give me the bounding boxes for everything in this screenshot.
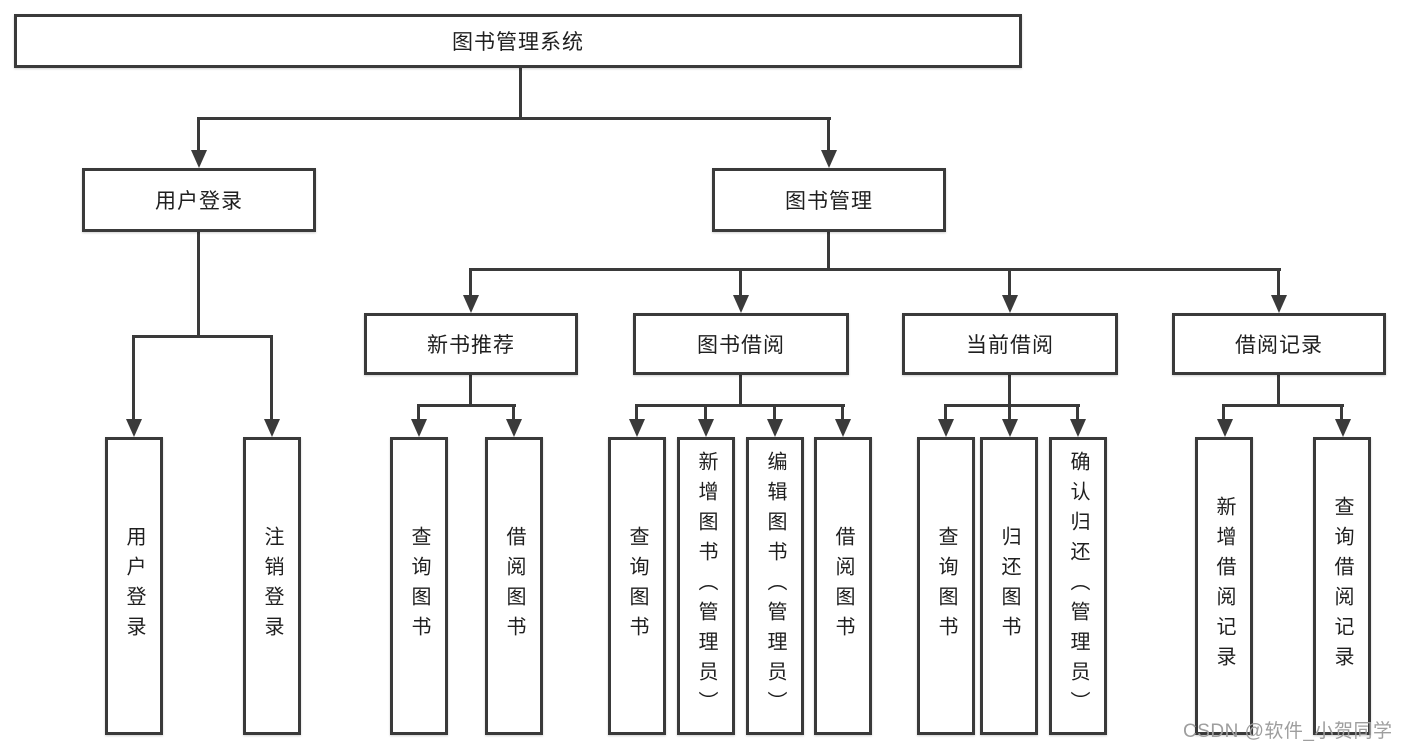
arrow-down-icon: [126, 419, 142, 437]
leaf-label: 查询图书: [935, 526, 957, 646]
arrow-down-icon: [733, 295, 749, 313]
node-book-mgmt: 图书管理: [712, 168, 946, 232]
arrow-down-icon: [821, 150, 837, 168]
leaf-label: 用户登录: [123, 526, 145, 646]
connector-level3-bar: [469, 268, 1281, 271]
arrow-down-icon: [506, 419, 522, 437]
node-root-label: 图书管理系统: [452, 31, 584, 54]
leaf-add-borrow-record: 新增借阅记录: [1195, 437, 1253, 735]
leaf-user-login: 用户登录: [105, 437, 163, 735]
leaf-label: 确认归还（管理员）: [1067, 451, 1089, 721]
connector-drop-book-borrow: [739, 268, 742, 297]
arrow-down-icon: [264, 419, 280, 437]
connector-drop-user-login: [197, 117, 200, 152]
arrow-down-icon: [698, 419, 714, 437]
connector-new-book-bar: [417, 404, 516, 407]
arrow-down-icon: [411, 419, 427, 437]
connector-drop-new-book-rec: [469, 268, 472, 297]
connector-borrow-record-trunk: [1277, 375, 1280, 406]
node-root: 图书管理系统: [14, 14, 1022, 68]
leaf-label: 借阅图书: [832, 526, 854, 646]
connector-root-trunk: [519, 68, 522, 120]
leaf-query-borrow-record: 查询借阅记录: [1313, 437, 1371, 735]
leaf-query-book-3: 查询图书: [917, 437, 975, 735]
connector-user-login-trunk: [197, 232, 200, 338]
leaf-label: 新增图书（管理员）: [695, 451, 717, 721]
leaf-query-book-1: 查询图书: [390, 437, 448, 735]
connector-new-book-trunk: [469, 375, 472, 406]
leaf-label: 归还图书: [998, 526, 1020, 646]
watermark: CSDN @软件_小贺同学: [1183, 721, 1393, 742]
arrow-down-icon: [1271, 295, 1287, 313]
node-borrow-record: 借阅记录: [1172, 313, 1386, 375]
leaf-logout: 注销登录: [243, 437, 301, 735]
leaf-add-book-admin: 新增图书（管理员）: [677, 437, 735, 735]
node-new-book-rec-label: 新书推荐: [427, 334, 515, 357]
node-book-borrow: 图书借阅: [633, 313, 849, 375]
connector-drop-g5-2: [1340, 404, 1343, 420]
node-borrow-record-label: 借阅记录: [1235, 334, 1323, 357]
arrow-down-icon: [767, 419, 783, 437]
leaf-label: 借阅图书: [503, 526, 525, 646]
connector-drop-current-borrow: [1008, 268, 1011, 297]
leaf-label: 查询图书: [408, 526, 430, 646]
connector-drop-leaf-login: [132, 335, 135, 420]
connector-drop-g4-3: [1076, 404, 1079, 420]
leaf-query-book-2: 查询图书: [608, 437, 666, 735]
leaf-borrow-book-2: 借阅图书: [814, 437, 872, 735]
leaf-borrow-book-1: 借阅图书: [485, 437, 543, 735]
node-new-book-rec: 新书推荐: [364, 313, 578, 375]
connector-user-login-bar: [132, 335, 273, 338]
node-current-borrow: 当前借阅: [902, 313, 1118, 375]
connector-current-borrow-trunk: [1008, 375, 1011, 406]
connector-drop-g2-1: [417, 404, 420, 420]
leaf-return-book: 归还图书: [980, 437, 1038, 735]
connector-drop-g4-2: [1008, 404, 1011, 420]
arrow-down-icon: [1335, 419, 1351, 437]
leaf-edit-book-admin: 编辑图书（管理员）: [746, 437, 804, 735]
connector-drop-g3-2: [704, 404, 707, 420]
arrow-down-icon: [835, 419, 851, 437]
node-user-login: 用户登录: [82, 168, 316, 232]
connector-drop-g3-1: [635, 404, 638, 420]
connector-drop-g3-3: [773, 404, 776, 420]
arrow-down-icon: [463, 295, 479, 313]
connector-drop-g2-2: [512, 404, 515, 420]
node-user-login-label: 用户登录: [155, 190, 243, 213]
connector-drop-leaf-logout: [270, 335, 273, 420]
leaf-label: 编辑图书（管理员）: [764, 451, 786, 721]
arrow-down-icon: [191, 150, 207, 168]
node-book-mgmt-label: 图书管理: [785, 190, 873, 213]
connector-book-mgmt-trunk: [827, 232, 830, 271]
arrow-down-icon: [629, 419, 645, 437]
arrow-down-icon: [1070, 419, 1086, 437]
leaf-label: 查询借阅记录: [1331, 496, 1353, 676]
connector-borrow-record-bar: [1222, 404, 1344, 407]
connector-book-borrow-bar: [635, 404, 845, 407]
connector-current-borrow-bar: [944, 404, 1080, 407]
connector-drop-borrow-record: [1277, 268, 1280, 297]
arrow-down-icon: [1002, 419, 1018, 437]
leaf-label: 查询图书: [626, 526, 648, 646]
arrow-down-icon: [1002, 295, 1018, 313]
connector-level2-bar: [197, 117, 831, 120]
arrow-down-icon: [1217, 419, 1233, 437]
arrow-down-icon: [938, 419, 954, 437]
connector-drop-book-mgmt: [827, 117, 830, 152]
leaf-label: 新增借阅记录: [1213, 496, 1235, 676]
node-current-borrow-label: 当前借阅: [966, 334, 1054, 357]
connector-drop-g3-4: [841, 404, 844, 420]
leaf-label: 注销登录: [261, 526, 283, 646]
connector-book-borrow-trunk: [739, 375, 742, 406]
leaf-confirm-return-admin: 确认归还（管理员）: [1049, 437, 1107, 735]
connector-drop-g5-1: [1222, 404, 1225, 420]
node-book-borrow-label: 图书借阅: [697, 334, 785, 357]
connector-drop-g4-1: [944, 404, 947, 420]
